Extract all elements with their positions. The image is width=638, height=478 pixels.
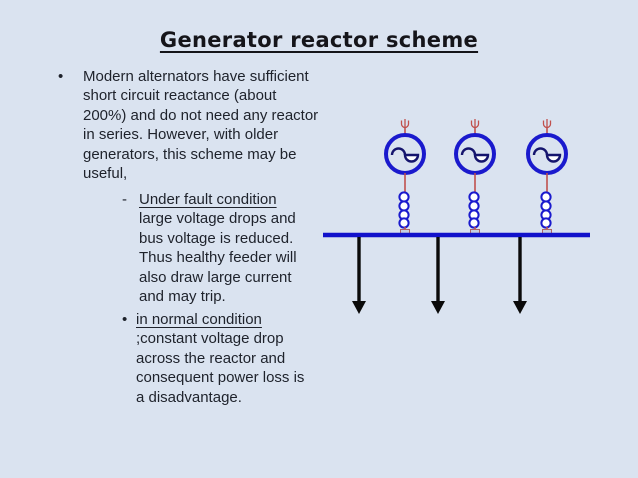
text-line: across the reactor and [136, 349, 286, 367]
text-line: useful, [83, 165, 128, 183]
arrow-head-icon [352, 301, 366, 314]
bullet1-paragraph: Modern alternators have sufficient short… [83, 67, 318, 183]
text-line: a disadvantage. [136, 388, 242, 406]
feeder-arrow [352, 237, 366, 314]
text-line: also draw large current [139, 268, 292, 286]
dash-marker: - [122, 191, 127, 208]
feeder-arrow [513, 237, 527, 314]
reactor-coil-icon [398, 191, 410, 229]
sine-wave-icon [390, 147, 407, 156]
generator-unit [454, 119, 496, 237]
text-line: Modern alternators have sufficient [83, 68, 309, 85]
slide-title: Generator reactor scheme [159, 28, 479, 52]
terminal-icon [542, 119, 552, 129]
bullet-marker: • [58, 68, 64, 85]
reactor-coil-icon [540, 191, 552, 229]
arrow-head-icon [513, 301, 527, 314]
text-line: in series. However, with older [83, 126, 279, 144]
bullet-marker: • [122, 311, 128, 328]
text-line: ;constant voltage drop [136, 330, 284, 348]
terminal-icon [400, 119, 410, 129]
generator-unit [384, 119, 426, 237]
sub-bullet1-heading: Under fault condition [139, 191, 277, 208]
sine-wave-icon [532, 147, 549, 156]
text-line: large voltage drops and [139, 210, 296, 228]
sub-bullet1-paragraph: Under fault condition large voltage drop… [139, 190, 297, 306]
sine-wave-icon [473, 153, 490, 163]
sine-wave-icon [545, 153, 562, 163]
terminal-icon [470, 119, 480, 129]
text-line: generators, this scheme may be [83, 145, 297, 163]
sine-wave-icon [403, 153, 420, 163]
reactor-coil-icon [468, 191, 480, 229]
text-line: Thus healthy feeder will [139, 249, 297, 267]
generator-unit [526, 119, 568, 237]
text-line: consequent power loss is [136, 369, 305, 387]
text-line: bus voltage is reduced. [139, 229, 294, 247]
arrow-head-icon [431, 301, 445, 314]
text-line: 200%) and do not need any reactor [83, 106, 319, 124]
sub-bullet2-heading: in normal condition [136, 311, 262, 328]
feeder-arrow [431, 237, 445, 314]
text-line: and may trip. [139, 288, 226, 306]
sine-wave-icon [460, 147, 477, 156]
sub-bullet2-paragraph: in normal condition ;constant voltage dr… [136, 310, 304, 407]
text-line: short circuit reactance (about [83, 87, 277, 105]
